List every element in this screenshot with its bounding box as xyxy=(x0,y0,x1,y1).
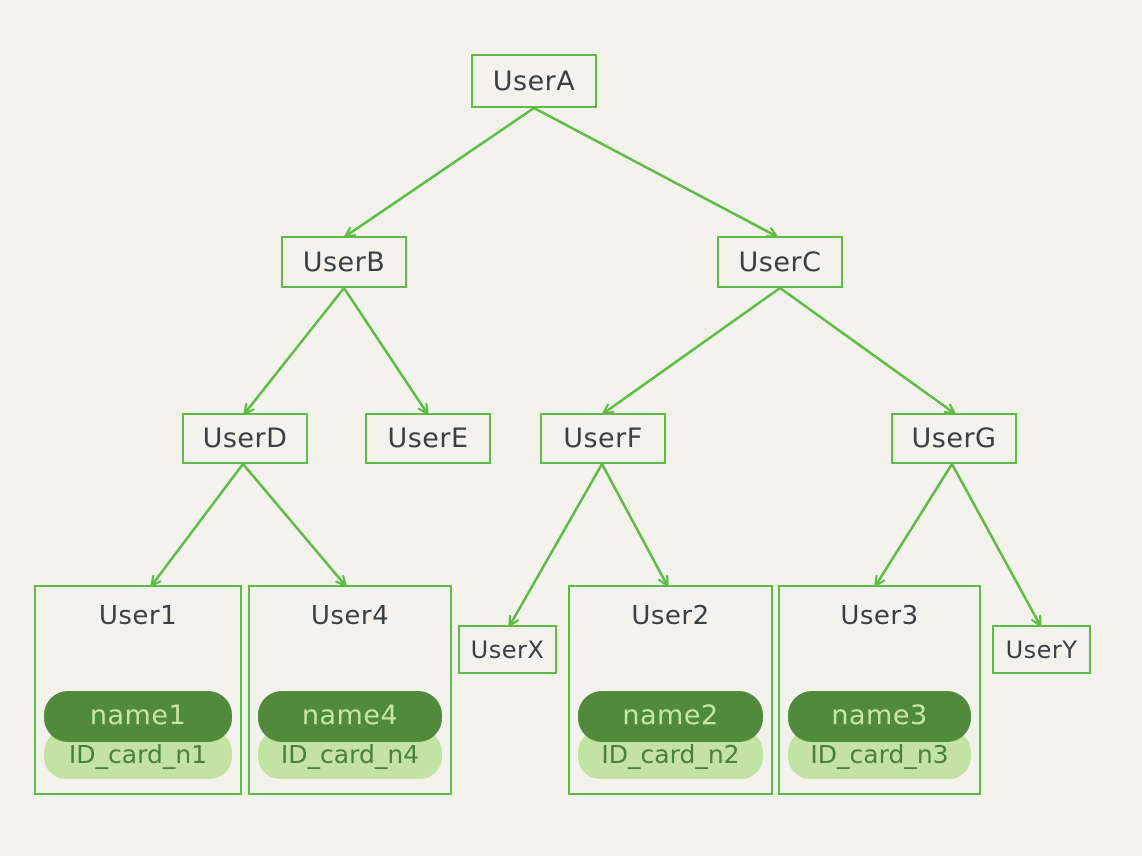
node-userF[interactable]: UserF xyxy=(540,413,666,464)
detail-pills: name3 ID_card_n3 xyxy=(788,691,971,779)
name-pill: name4 xyxy=(258,691,442,742)
node-userC-label: UserC xyxy=(738,246,822,278)
node-userC[interactable]: UserC xyxy=(717,236,843,288)
node-userY-label: UserY xyxy=(1005,635,1078,664)
node-userD-label: UserD xyxy=(202,423,288,454)
node-userE-label: UserE xyxy=(387,423,469,454)
detail-title: User4 xyxy=(310,601,390,631)
node-userB[interactable]: UserB xyxy=(281,236,407,288)
detail-pills: name4 ID_card_n4 xyxy=(258,691,442,779)
edge-userF-user2 xyxy=(600,463,667,585)
edge-userA-userB xyxy=(346,106,535,236)
edge-userD-user1 xyxy=(152,463,245,585)
name-pill: name2 xyxy=(578,691,763,742)
edge-userB-userE xyxy=(342,287,427,413)
node-userE[interactable]: UserE xyxy=(365,413,491,464)
edge-userB-userD xyxy=(245,287,346,413)
edge-userG-user3 xyxy=(876,463,954,585)
node-userG[interactable]: UserG xyxy=(891,413,1017,464)
node-userB-label: UserB xyxy=(302,246,386,278)
name-pill: name3 xyxy=(788,691,971,742)
edge-userA-userC xyxy=(533,106,776,236)
detail-node-user1[interactable]: User1 name1 ID_card_n1 xyxy=(34,585,242,795)
detail-title: User3 xyxy=(840,601,919,631)
node-userX-label: UserX xyxy=(470,635,545,664)
node-userA[interactable]: UserA xyxy=(471,54,597,108)
edge-userC-userF xyxy=(604,286,781,413)
edge-userD-user4 xyxy=(242,463,345,585)
node-userA-label: UserA xyxy=(492,65,576,97)
detail-node-user3[interactable]: User3 name3 ID_card_n3 xyxy=(778,585,981,795)
node-userD[interactable]: UserD xyxy=(182,413,308,464)
detail-pills: name2 ID_card_n2 xyxy=(578,691,763,779)
node-userX[interactable]: UserX xyxy=(458,625,557,674)
node-userG-label: UserG xyxy=(911,423,997,454)
detail-title: User2 xyxy=(631,601,710,631)
detail-node-user2[interactable]: User2 name2 ID_card_n2 xyxy=(568,585,773,795)
detail-pills: name1 ID_card_n1 xyxy=(44,691,232,779)
detail-node-user4[interactable]: User4 name4 ID_card_n4 xyxy=(248,585,452,795)
detail-title: User1 xyxy=(98,601,178,631)
node-userY[interactable]: UserY xyxy=(992,625,1091,674)
node-userF-label: UserF xyxy=(563,423,643,454)
name-pill: name1 xyxy=(44,691,232,742)
edge-userC-userG xyxy=(779,286,954,413)
